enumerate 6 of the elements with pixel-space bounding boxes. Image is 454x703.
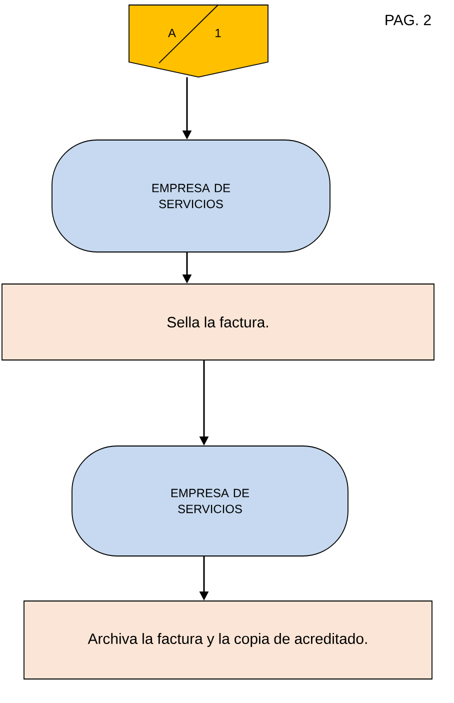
process-box: Archiva la factura y la copia de acreditado.	[24, 600, 432, 680]
connector-label: A	[168, 28, 176, 38]
process-box: Sella la factura.	[2, 284, 434, 360]
page-number: PAG. 2	[386, 14, 431, 26]
offpage-connector	[128, 4, 268, 78]
connector-label: 1	[216, 28, 221, 38]
